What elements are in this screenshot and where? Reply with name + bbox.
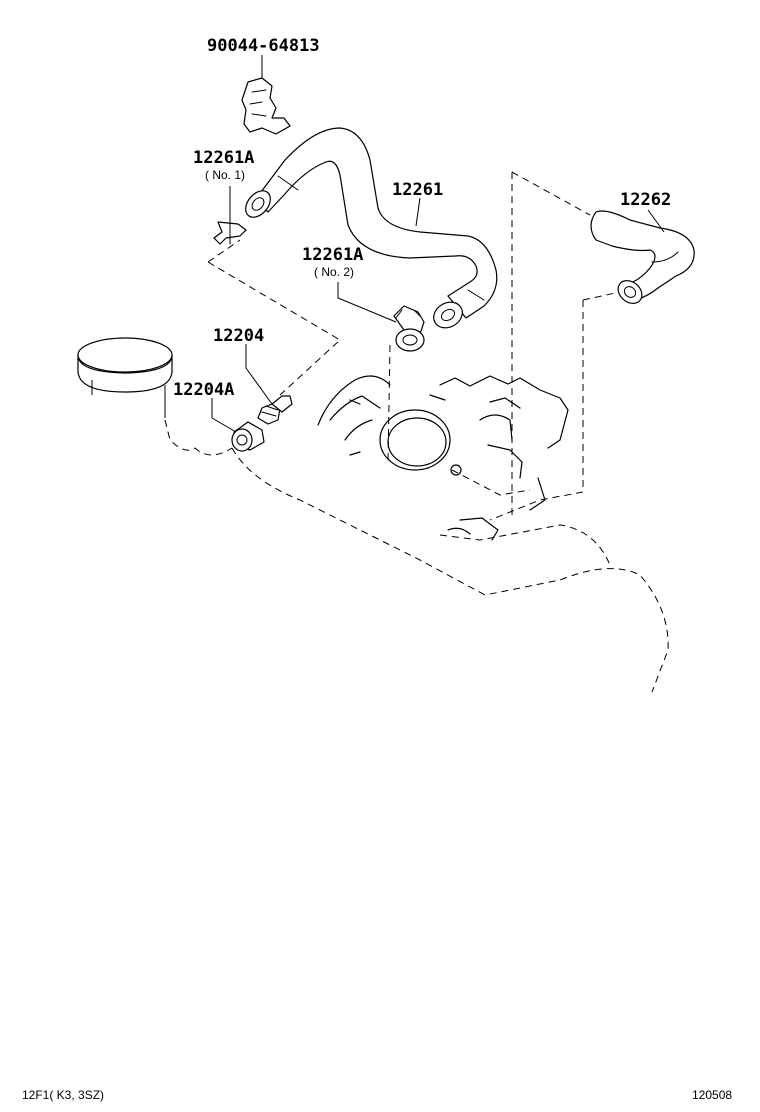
footer-diagram-code: 12F1( K3, 3SZ) [22,1088,104,1102]
footer-date-code: 120508 [692,1088,732,1102]
engine-block [317,375,569,541]
label-90044-64813: 90044-64813 [207,36,320,56]
label-12261a-no1-sub: ( No. 1) [205,168,245,182]
label-12261a-no1: 12261A [193,148,254,168]
label-12261: 12261 [392,180,443,200]
label-12261a-no2-sub: ( No. 2) [314,265,354,279]
pcv-valve-12204 [257,395,293,425]
clip-90044 [241,69,291,135]
clamp-no1 [213,221,247,245]
label-12204: 12204 [213,326,264,346]
oil-filler-cap [77,337,173,418]
grommet-12204a [231,421,265,452]
label-12261a-no2: 12261A [302,245,363,265]
part-labels: 90044-64813 12261A ( No. 1) 12261 12261A… [173,36,671,400]
label-12262: 12262 [620,190,671,210]
leader-lines [211,55,665,433]
label-12204a: 12204A [173,380,234,400]
hose-12261 [245,127,498,329]
hose-12262 [590,210,695,304]
clamp-no2 [393,305,425,352]
